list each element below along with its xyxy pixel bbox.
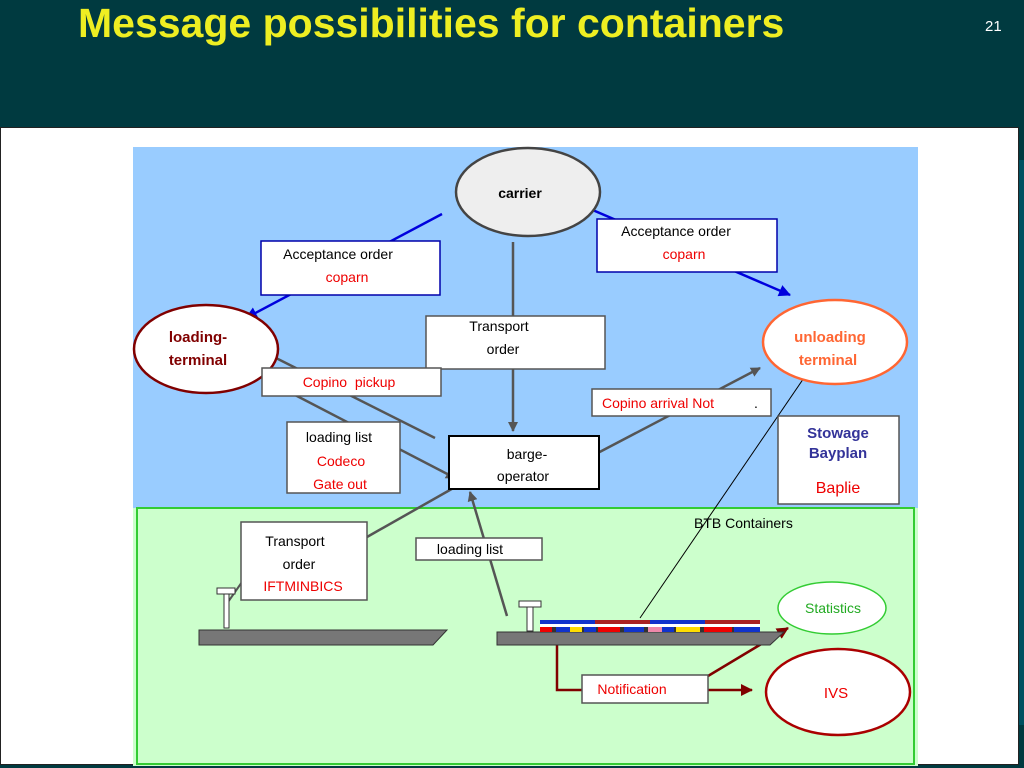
barge-operator-box [448, 435, 600, 490]
notification-box [581, 674, 709, 704]
msg-copino-pickup: Copino pickup [261, 367, 442, 397]
ivs-label: IVS [824, 685, 848, 702]
statistics-ellipse [777, 581, 887, 635]
msg-copino-arrival: Copino arrival Not . [591, 388, 772, 417]
crane-left-top-icon [216, 587, 236, 595]
msg-notification: Notification [581, 674, 709, 704]
line-transport-order-to-barge [366, 480, 465, 539]
barge-right [496, 600, 786, 646]
loading-terminal-ellipse [132, 303, 280, 395]
transport-order-bottom-box [240, 521, 368, 601]
acceptance-right-label: Acceptance order [621, 223, 731, 239]
copino-arrival-dot: . [754, 395, 758, 411]
lower-zone-border [136, 507, 915, 765]
baplie-label: Baplie [816, 480, 861, 497]
loading-list-codeco-box [286, 421, 401, 494]
slide-title: Message possibilities for containers [78, 0, 785, 46]
barge-left [198, 587, 449, 646]
barge-operator-label-2: operator [497, 468, 549, 484]
notification-label: Notification [597, 681, 666, 697]
codeco-label: Codeco [317, 453, 365, 469]
acceptance-left-code: coparn [326, 269, 369, 285]
copino-arrival-label: Copino arrival Not [602, 395, 714, 411]
barge-left-hull [198, 629, 449, 646]
msg-loading-list-bottom: loading list [415, 537, 543, 561]
copino-pickup-label: Copino pickup [303, 374, 396, 390]
node-loading-terminal: loading- terminal [132, 303, 280, 395]
transport-order-bottom-label-2: order [283, 556, 316, 572]
copino-arrival-box [591, 388, 772, 417]
btb-containers-label: BTB Containers [694, 515, 793, 531]
statistics-label: Statistics [805, 600, 861, 616]
msg-transport-order-top: Transport order [425, 315, 606, 370]
loading-list-label: loading list [306, 429, 372, 445]
crane-right-mast-icon [526, 606, 534, 632]
stowage-box [777, 415, 900, 505]
node-unloading-terminal: unloading terminal [761, 298, 909, 386]
node-barge-operator: barge- operator [448, 435, 600, 490]
loading-terminal-label-1: loading- [169, 329, 227, 346]
slide-number: 21 [985, 18, 1002, 35]
node-statistics: Statistics [777, 581, 887, 635]
msg-stowage-bayplan: Stowage Bayplan Baplie [777, 415, 900, 505]
acceptance-left-box [260, 240, 441, 296]
node-carrier: carrier [454, 146, 602, 238]
ivs-ellipse [764, 647, 912, 737]
msg-acceptance-left: Acceptance order coparn [260, 240, 441, 296]
right-accent-bar [1019, 160, 1024, 725]
node-ivs: IVS [764, 647, 912, 737]
acceptance-right-box [596, 218, 778, 273]
barge-right-hull [496, 631, 786, 646]
acceptance-left-label: Acceptance order [283, 246, 393, 262]
msg-transport-order-bottom: Transport order IFTMINBICS [240, 521, 368, 601]
crane-left-mast-icon [223, 593, 230, 629]
loading-list-bottom-box [415, 537, 543, 561]
iftminbics-label: IFTMINBICS [263, 578, 342, 594]
barge-operator-label-1: barge- [507, 446, 548, 462]
gate-out-label: Gate out [313, 476, 367, 492]
arrow-btb-to-unloading [639, 371, 809, 619]
unloading-terminal-ellipse [761, 298, 909, 386]
unloading-terminal-label-1: unloading [794, 329, 866, 346]
crane-right-top-icon [518, 600, 542, 608]
line-ship-to-notification [555, 645, 582, 692]
unloading-terminal-label-2: terminal [799, 352, 857, 369]
loading-list-bottom-label: loading list [437, 541, 503, 557]
transport-order-top-label-2: order [487, 341, 520, 357]
transport-order-top-box [425, 315, 606, 370]
transport-order-bottom-label-1: Transport [265, 533, 325, 549]
carrier-label: carrier [498, 185, 542, 201]
copino-pickup-box [261, 367, 442, 397]
bayplan-label: Bayplan [809, 445, 867, 462]
loading-terminal-label-2: terminal [169, 352, 227, 369]
carrier-ellipse [454, 146, 602, 238]
acceptance-right-code: coparn [663, 246, 706, 262]
msg-loading-list-codeco: loading list Codeco Gate out [286, 421, 401, 494]
transport-order-top-label-1: Transport [469, 318, 529, 334]
stowage-label: Stowage [807, 425, 869, 442]
msg-acceptance-right: Acceptance order coparn [596, 218, 778, 273]
container-stack-icon [540, 620, 760, 632]
